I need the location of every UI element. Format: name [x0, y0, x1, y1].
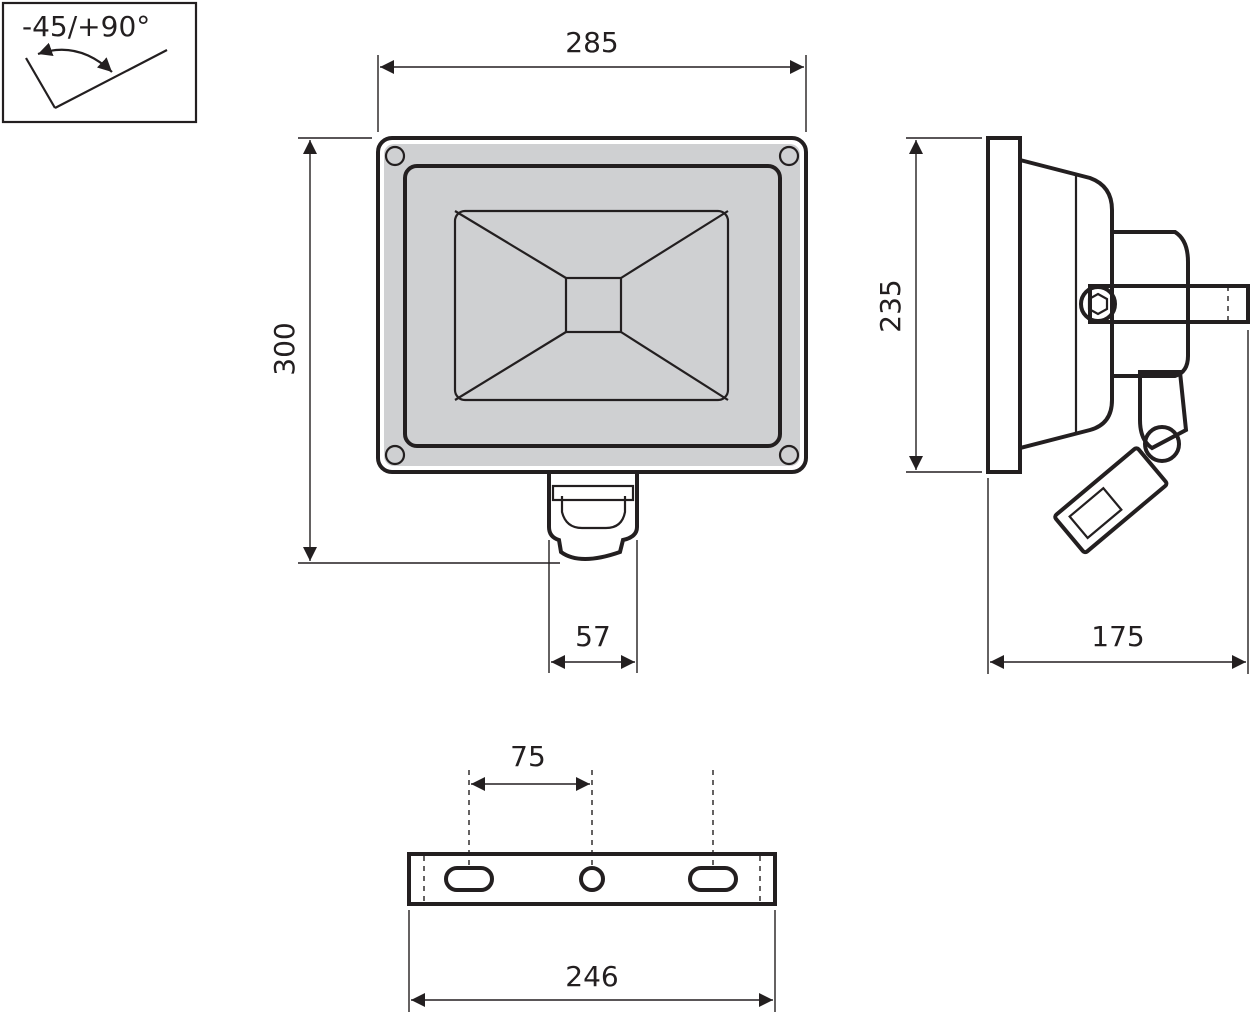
slot-hole-icon — [444, 866, 494, 892]
dimension-bracket-label: 246 — [565, 960, 618, 993]
lens-line — [454, 210, 567, 279]
lens-line — [620, 210, 729, 279]
hex-nut-icon — [1087, 292, 1109, 316]
angle-ray-lower — [25, 57, 56, 109]
sensor-mount — [551, 484, 635, 502]
screw-icon — [384, 145, 406, 167]
side-front-plate — [986, 136, 1022, 474]
side-sensor-head — [1053, 446, 1169, 555]
tilt-angle-box: -45/+90° — [1, 1, 198, 124]
dimension-side-height-label: 235 — [874, 279, 907, 332]
angle-arc-icon — [37, 42, 113, 73]
lens-window — [453, 209, 730, 402]
dimension-sensor-label: 57 — [575, 620, 611, 653]
sensor-pivot-icon — [1143, 425, 1181, 463]
sensor-lens — [560, 496, 627, 530]
dimension-hole-spacing-label: 75 — [510, 740, 546, 773]
side-housing — [1018, 157, 1114, 451]
dimension-height-label: 300 — [268, 322, 301, 375]
motion-sensor — [547, 470, 639, 561]
side-view — [986, 136, 1250, 555]
angle-ray-upper — [54, 49, 168, 109]
side-bracket-body — [1110, 230, 1190, 378]
pivot-bolt-icon — [1079, 285, 1117, 323]
screw-icon — [384, 444, 406, 466]
bracket-view — [407, 770, 777, 906]
bezel — [403, 164, 782, 448]
front-view — [376, 136, 808, 561]
screw-icon — [778, 145, 800, 167]
round-hole-icon — [579, 866, 605, 892]
angle-box-frame — [1, 1, 198, 124]
screw-icon — [778, 444, 800, 466]
dimension-depth-label: 175 — [1091, 620, 1144, 653]
slot-hole-icon — [688, 866, 738, 892]
tilt-angle-label: -45/+90° — [22, 10, 150, 43]
dimension-width-label: 285 — [565, 26, 618, 59]
lens-line — [620, 331, 729, 401]
lens-line — [454, 331, 567, 401]
led-chip — [564, 276, 623, 334]
